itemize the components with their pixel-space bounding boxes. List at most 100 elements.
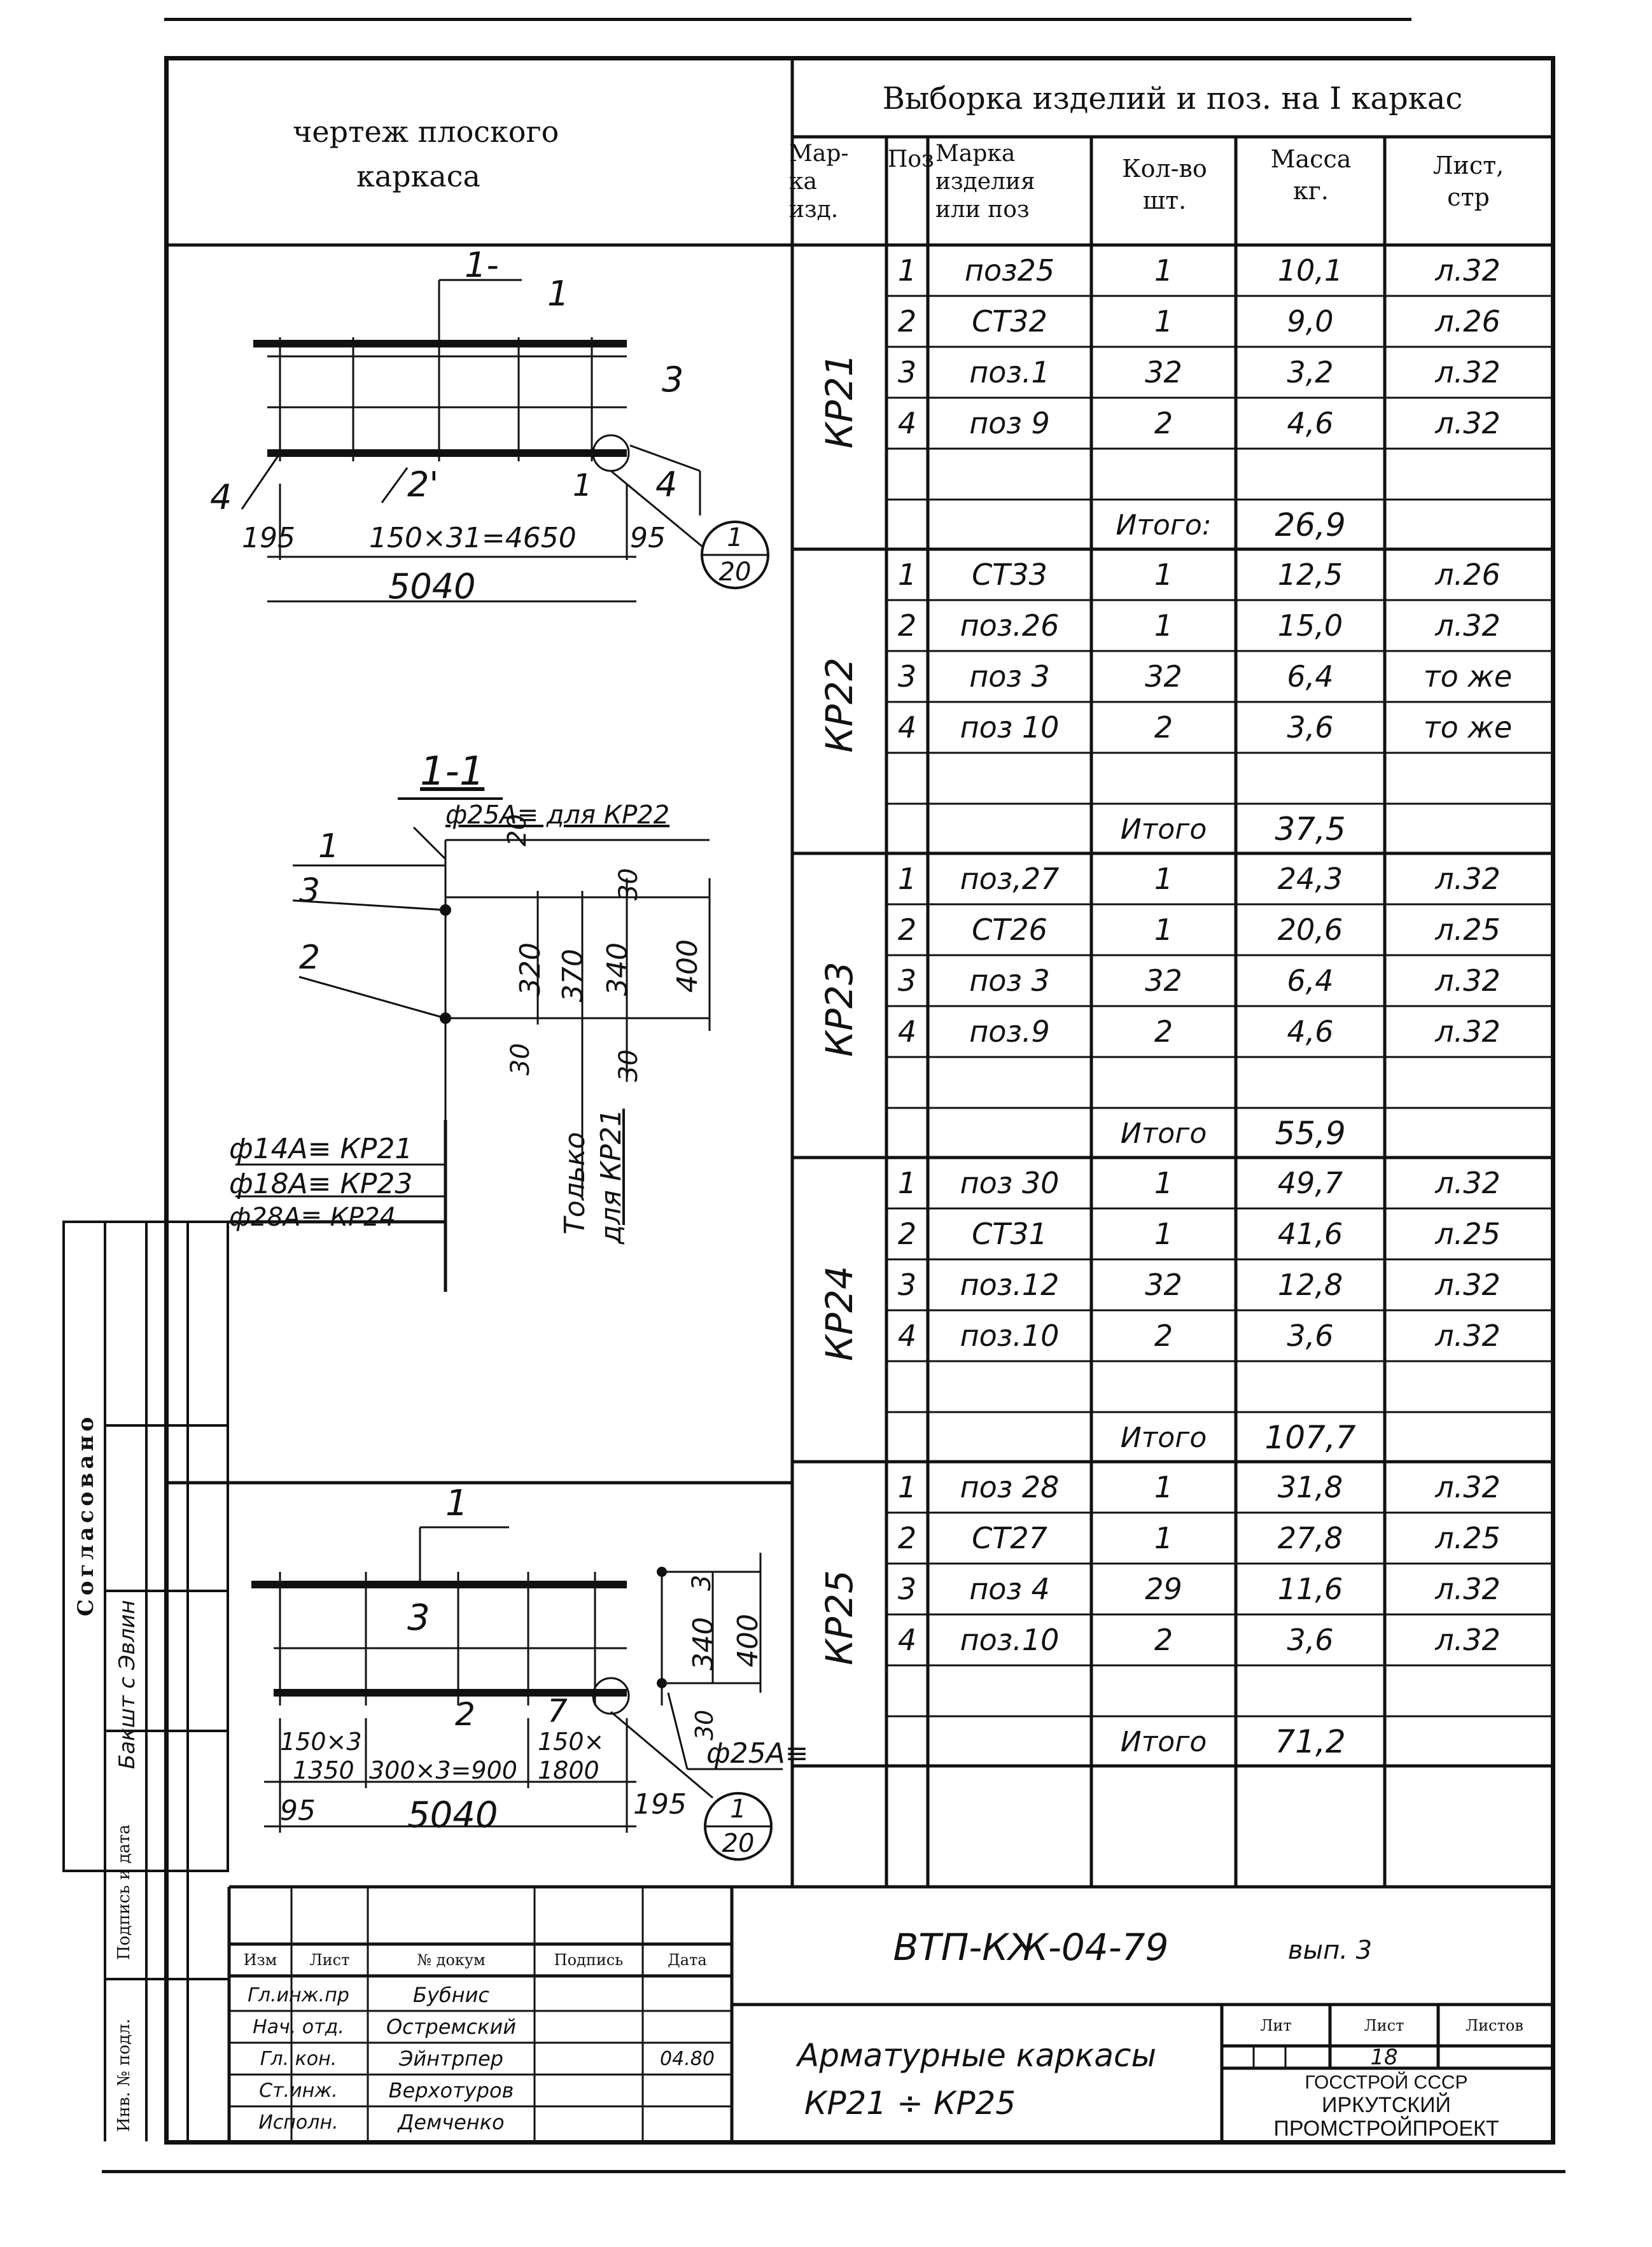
schedule-cell-qty: 32	[1145, 355, 1182, 389]
schedule-mark: КР22	[818, 657, 861, 753]
tb-title-2: КР21 ÷ КР25	[804, 2085, 1016, 2122]
section-legend-3: ф28А≡ КР24	[229, 1203, 396, 1232]
section-bar-note: ф25А≡ для КР22	[445, 801, 670, 830]
schedule-title: Выборка изделий и поз. на I каркас	[882, 81, 1463, 116]
bottom-section-30: 30	[690, 1709, 718, 1740]
bottom-section-3: 3	[687, 1574, 717, 1591]
tb-date: 04.80	[660, 2047, 715, 2070]
left-outer-border	[102, 2170, 1565, 2173]
schedule-cell-item: поз.10	[960, 1623, 1060, 1657]
schedule-cell-mass: 9,0	[1287, 304, 1334, 339]
schedule-cell-sheet: л.25	[1435, 1521, 1501, 1555]
tb-lit-label: Лит	[1260, 2016, 1292, 2034]
col-header-sheet: Лист, стр	[1387, 150, 1550, 213]
schedule-cell-pos: 4	[897, 710, 917, 745]
col-header-mark-1: Мар-	[789, 141, 849, 167]
schedule-cell-qty: 2	[1154, 1319, 1173, 1353]
schedule-cell-sheet: л.26	[1435, 304, 1501, 339]
schedule-cell-sheet: то же	[1423, 710, 1513, 745]
tb-person-role: Гл. кон.	[260, 2047, 337, 2070]
bottom-dim-c2: 1800	[538, 1756, 599, 1784]
side-stamp-row-2: Подпись и дата	[115, 1824, 134, 1960]
col-header-mass-1: Масса	[1270, 145, 1352, 173]
schedule-cell-sheet: л.25	[1435, 913, 1501, 947]
bottom-callout-2: 2	[455, 1696, 475, 1733]
schedule-cell-pos: 4	[897, 1623, 917, 1657]
schedule-total-label: Итого:	[1116, 508, 1212, 542]
schedule-total-label: Итого	[1120, 1421, 1207, 1454]
schedule-cell-item: СТ26	[972, 913, 1047, 947]
tb-person-name: Остремский	[386, 2015, 517, 2039]
col-header-mark-2: ка	[789, 169, 817, 195]
schedule-total-value: 26,9	[1275, 507, 1346, 543]
schedule-cell-sheet: л.32	[1435, 253, 1501, 288]
bottom-callout-7: 7	[547, 1693, 568, 1730]
schedule-cell-mass: 10,1	[1277, 253, 1343, 288]
section-label-3: 3	[299, 872, 321, 910]
bottom-dim-a1: 150×3	[280, 1728, 362, 1756]
schedule-cell-sheet: то же	[1423, 659, 1513, 694]
schedule-cell-item: СТ27	[972, 1521, 1047, 1555]
schedule-cell-item: поз.1	[969, 355, 1050, 389]
section-dim-320: 320	[514, 942, 547, 996]
section-legend-1: ф14А≡ КР21	[229, 1133, 413, 1165]
schedule-cell-pos: 2	[897, 913, 917, 947]
bottom-dim-a2: 1350	[293, 1756, 354, 1784]
tb-sheet-label: Лист	[1364, 2016, 1404, 2034]
tb-person-role: Исполн.	[258, 2111, 339, 2134]
tb-org-1: ГОССТРОЙ СССР	[1305, 2072, 1468, 2093]
schedule-total-value: 55,9	[1275, 1115, 1346, 1152]
schedule-cell-item: поз.12	[960, 1268, 1060, 1302]
section-dim-400: 400	[671, 939, 704, 993]
top-callout-1b: 1	[547, 274, 570, 314]
schedule-cell-qty: 1	[1154, 1521, 1173, 1555]
col-header-item-3: или поз	[935, 197, 1030, 223]
schedule-cell-qty: 1	[1154, 608, 1173, 643]
top-callout-2: 2'	[407, 465, 439, 505]
bottom-section-400: 400	[732, 1614, 764, 1667]
schedule-cell-pos: 2	[897, 1217, 917, 1251]
bottom-detail-ref-bottom: 20	[722, 1828, 755, 1858]
schedule-cell-qty: 2	[1154, 1014, 1173, 1049]
bottom-section-340: 340	[687, 1617, 720, 1670]
schedule-cell-qty: 1	[1154, 913, 1173, 947]
drawing-caption: чертеж плоского	[293, 115, 559, 149]
tb-person-role: Нач. отд.	[253, 2015, 344, 2038]
col-header-qty: Кол-во шт.	[1095, 153, 1235, 216]
tb-person-role: Гл.инж.пр	[248, 1984, 349, 2006]
schedule-cell-mass: 20,6	[1277, 913, 1343, 947]
top-callout-1: 1-	[465, 245, 499, 285]
schedule-cell-pos: 3	[897, 1268, 917, 1302]
schedule-cell-sheet: л.25	[1435, 1217, 1501, 1251]
schedule-cell-mass: 3,6	[1287, 1319, 1334, 1353]
schedule-cell-pos: 4	[897, 406, 917, 440]
tb-person-name: Эйнтрпер	[399, 2047, 503, 2071]
schedule-cell-pos: 3	[897, 355, 917, 389]
schedule-cell-sheet: л.32	[1435, 963, 1501, 998]
tb-sheet-no: 18	[1370, 2044, 1398, 2070]
schedule-cell-mass: 27,8	[1277, 1521, 1343, 1555]
top-callout-3: 3	[662, 360, 684, 400]
schedule-cell-qty: 1	[1154, 1470, 1173, 1504]
schedule-cell-item: поз 3	[969, 963, 1050, 998]
schedule-cell-qty: 29	[1145, 1572, 1182, 1606]
top-border-line	[164, 18, 1411, 21]
tb-header-doc: № докум	[417, 1951, 486, 1969]
col-header-mark: Мар- ка изд.	[789, 140, 885, 224]
schedule-cell-mass: 4,6	[1287, 1014, 1334, 1049]
bottom-dim-left: 95	[280, 1795, 316, 1827]
schedule-cell-item: поз,27	[960, 862, 1060, 896]
schedule-cell-item: поз.9	[969, 1014, 1050, 1049]
bottom-detail-ref-top: 1	[730, 1794, 746, 1824]
tb-org-3: ПРОМСТРОЙПРОЕКТ	[1273, 2116, 1499, 2141]
schedule-cell-mass: 12,5	[1277, 557, 1343, 592]
schedule-cell-qty: 1	[1154, 557, 1173, 592]
top-callout-1c: 1	[573, 468, 592, 503]
tb-header-sign: Подпись	[554, 1951, 624, 1969]
schedule-cell-mass: 3,6	[1287, 710, 1334, 745]
tb-person-name: Демченко	[398, 2110, 505, 2134]
side-stamp-row-3: Инв. № подл.	[115, 2019, 134, 2132]
col-header-sheet-1: Лист,	[1432, 151, 1504, 179]
schedule-cell-mass: 49,7	[1277, 1166, 1343, 1200]
